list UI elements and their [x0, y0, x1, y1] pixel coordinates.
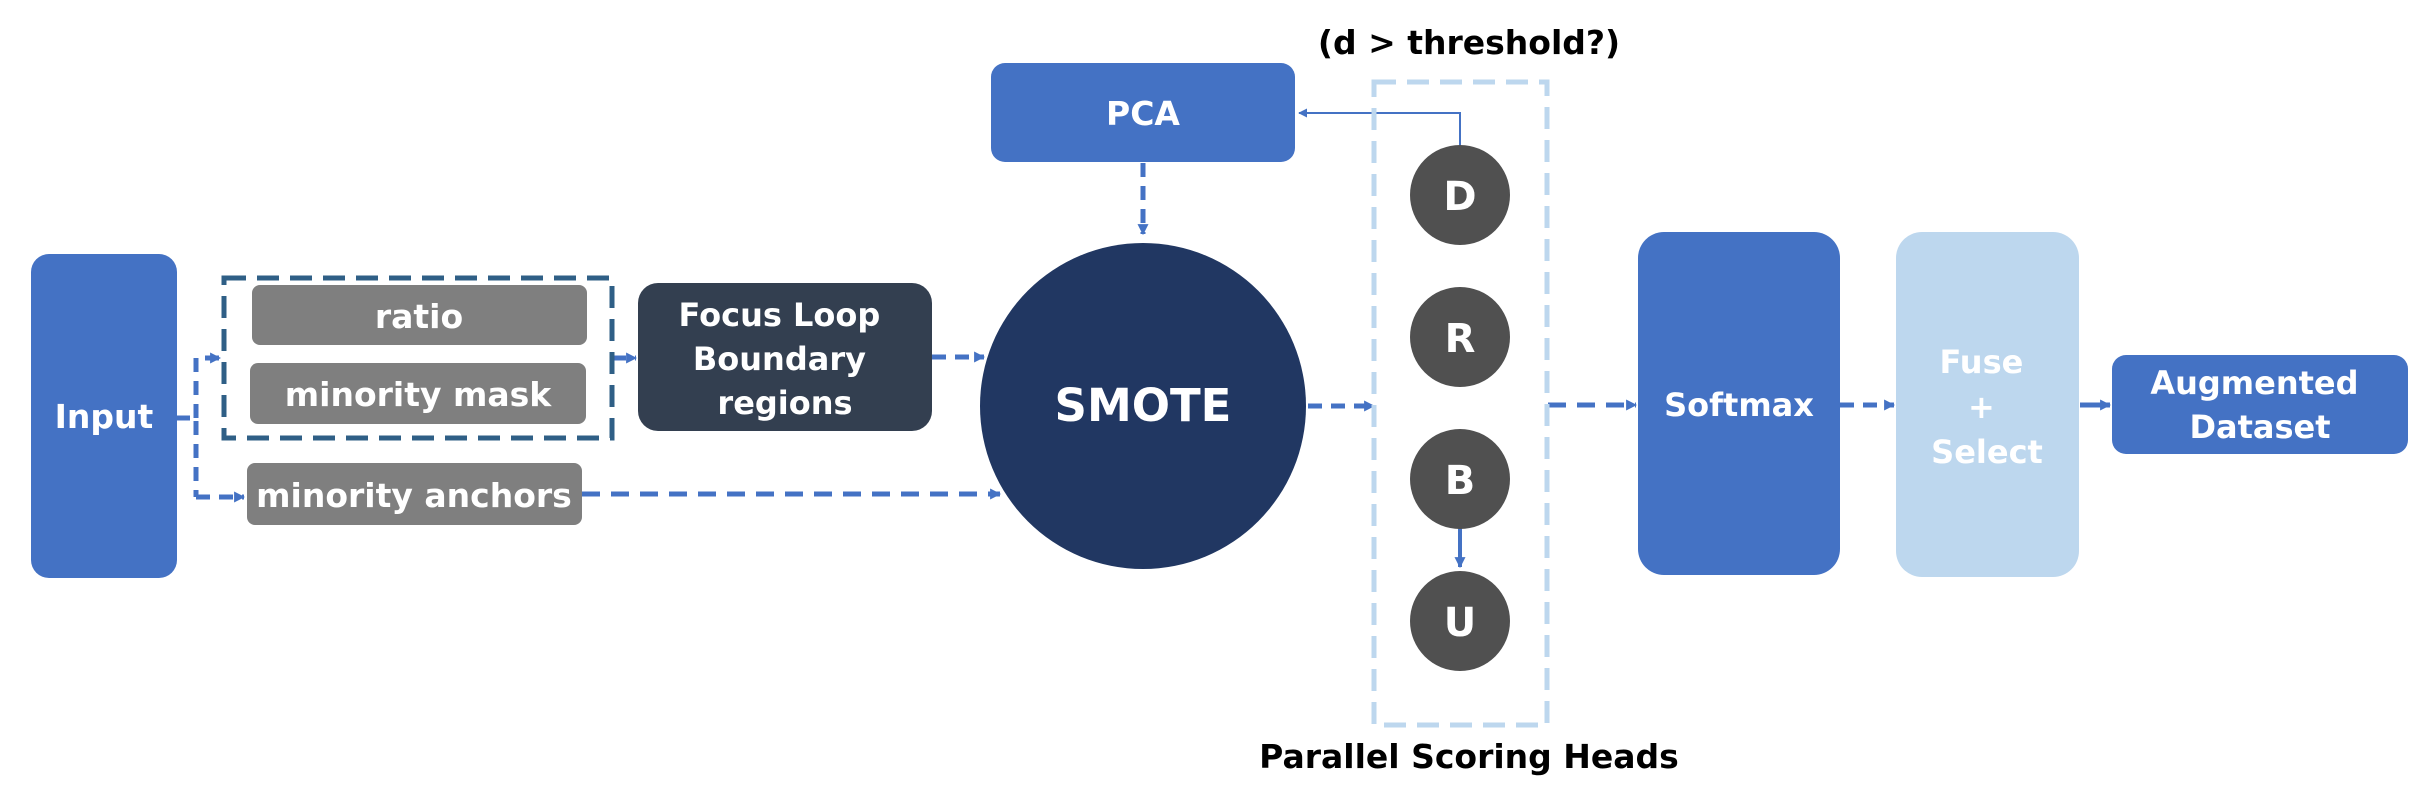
minority-anchors-node: minority anchors: [247, 463, 582, 525]
svg-text:Augmented Dataset: Augmented Dataset: [2150, 364, 2369, 446]
pca-label: PCA: [1106, 94, 1180, 133]
ratio-label: ratio: [375, 297, 463, 336]
threshold-annotation: (d > threshold?): [1318, 23, 1620, 62]
head-u-label: U: [1444, 600, 1476, 646]
focus-loop-node: Focus Loop Boundary regions: [638, 283, 932, 431]
softmax-label: Softmax: [1664, 386, 1814, 424]
svg-text:Focus Loop Boundary: Focus Loop Boundary regions: [679, 296, 892, 422]
head-b-node: B: [1410, 429, 1510, 529]
ratio-node: ratio: [252, 285, 587, 345]
augmented-dataset-node: Augmented Dataset: [2112, 355, 2408, 454]
head-r-node: R: [1410, 287, 1510, 387]
fuse-line-1: Fuse: [1940, 343, 2024, 381]
feature-group-frame: [221, 275, 615, 441]
head-u-node: U: [1410, 571, 1510, 671]
focus-loop-line-3: regions: [717, 384, 852, 422]
fuse-select-node: Fuse + Select: [1896, 232, 2079, 577]
fuse-line-2: +: [1968, 388, 1995, 426]
head-d-node: D: [1410, 145, 1510, 245]
minority-mask-label: minority mask: [285, 375, 553, 414]
arrow-d-to-pca: [1298, 108, 1461, 146]
pca-node: PCA: [991, 63, 1295, 162]
arrow-to-feature-group: [193, 352, 222, 418]
input-node: Input: [31, 254, 177, 578]
svg-text:Fuse + Select: Fuse + Select: [1931, 343, 2043, 471]
augmented-line-2: Dataset: [2189, 408, 2330, 446]
head-b-label: B: [1445, 458, 1476, 504]
smote-label: SMOTE: [1055, 379, 1232, 432]
focus-loop-line-1: Focus Loop: [679, 296, 881, 334]
augmented-line-1: Augmented: [2150, 364, 2358, 402]
focus-loop-line-2: Boundary: [693, 340, 866, 378]
minority-anchors-label: minority anchors: [256, 476, 572, 515]
scoring-heads-caption: Parallel Scoring Heads: [1259, 737, 1679, 776]
smote-node: SMOTE: [980, 243, 1306, 569]
minority-mask-node: minority mask: [250, 363, 586, 424]
softmax-node: Softmax: [1638, 232, 1840, 575]
head-r-label: R: [1445, 316, 1476, 362]
arrow-input-split: [176, 415, 199, 497]
connectors: [176, 108, 2112, 569]
input-label: Input: [55, 397, 154, 436]
head-d-label: D: [1443, 174, 1476, 220]
fuse-line-3: Select: [1931, 433, 2043, 471]
scoring-heads-frame: [1371, 79, 1550, 728]
